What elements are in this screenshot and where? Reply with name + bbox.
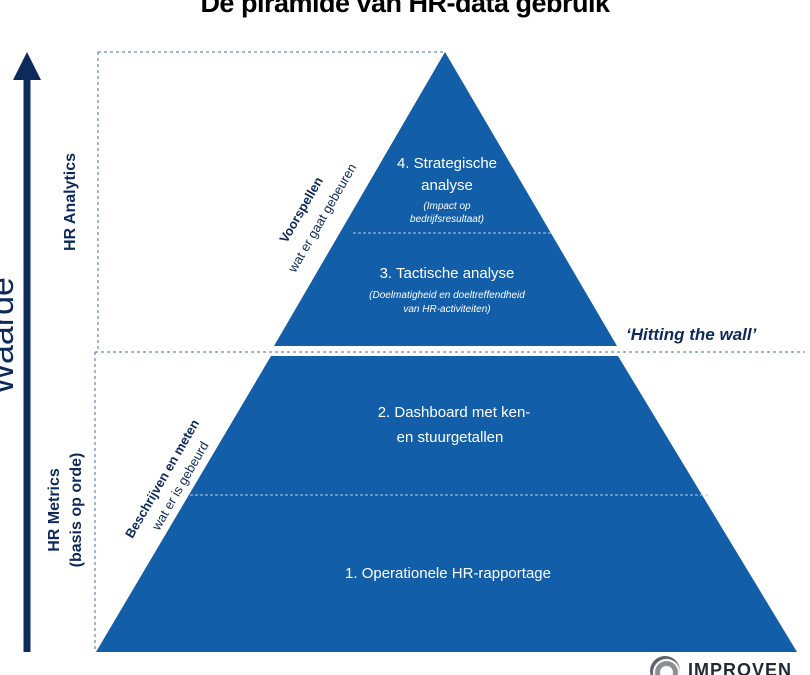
level2-label-line2: en stuurgetallen (397, 429, 504, 446)
level4-label-line1: 4. Strategische (397, 155, 497, 172)
level4-note-line2: bedrijfsresultaat) (410, 214, 484, 225)
category-basis-op-orde: (basis op orde) (68, 453, 85, 568)
level3-note-line1: (Doelmatigheid en doeltreffendheid (369, 290, 525, 301)
pyramid-top-section (274, 52, 617, 346)
frame-lines (94, 51, 805, 652)
level4-note-line1: (Impact op (423, 201, 471, 212)
level3-note-line2: van HR-activiteiten) (403, 304, 490, 315)
level4-label-line2: analyse (421, 177, 473, 194)
pyramid-bottom-section (96, 356, 797, 652)
improven-logo-icon (650, 656, 680, 675)
value-axis: Waarde (0, 52, 41, 652)
category-hr-metrics: HR Metrics (46, 468, 63, 552)
improven-logo: IMPROVEN (648, 654, 810, 675)
value-axis-label: Waarde (0, 277, 21, 395)
improven-logo-text: IMPROVEN (688, 660, 793, 675)
level1-label: 1. Operationele HR-rapportage (345, 565, 551, 582)
level3-label: 3. Tactische analyse (380, 265, 515, 282)
page-title: De piramide van HR-data gebruik (200, 0, 610, 18)
level2-label-line1: 2. Dashboard met ken- (378, 404, 531, 421)
category-hr-analytics: HR Analytics (62, 153, 79, 251)
hitting-the-wall-label: ‘Hitting the wall’ (626, 325, 757, 344)
value-axis-arrowhead (13, 52, 41, 80)
